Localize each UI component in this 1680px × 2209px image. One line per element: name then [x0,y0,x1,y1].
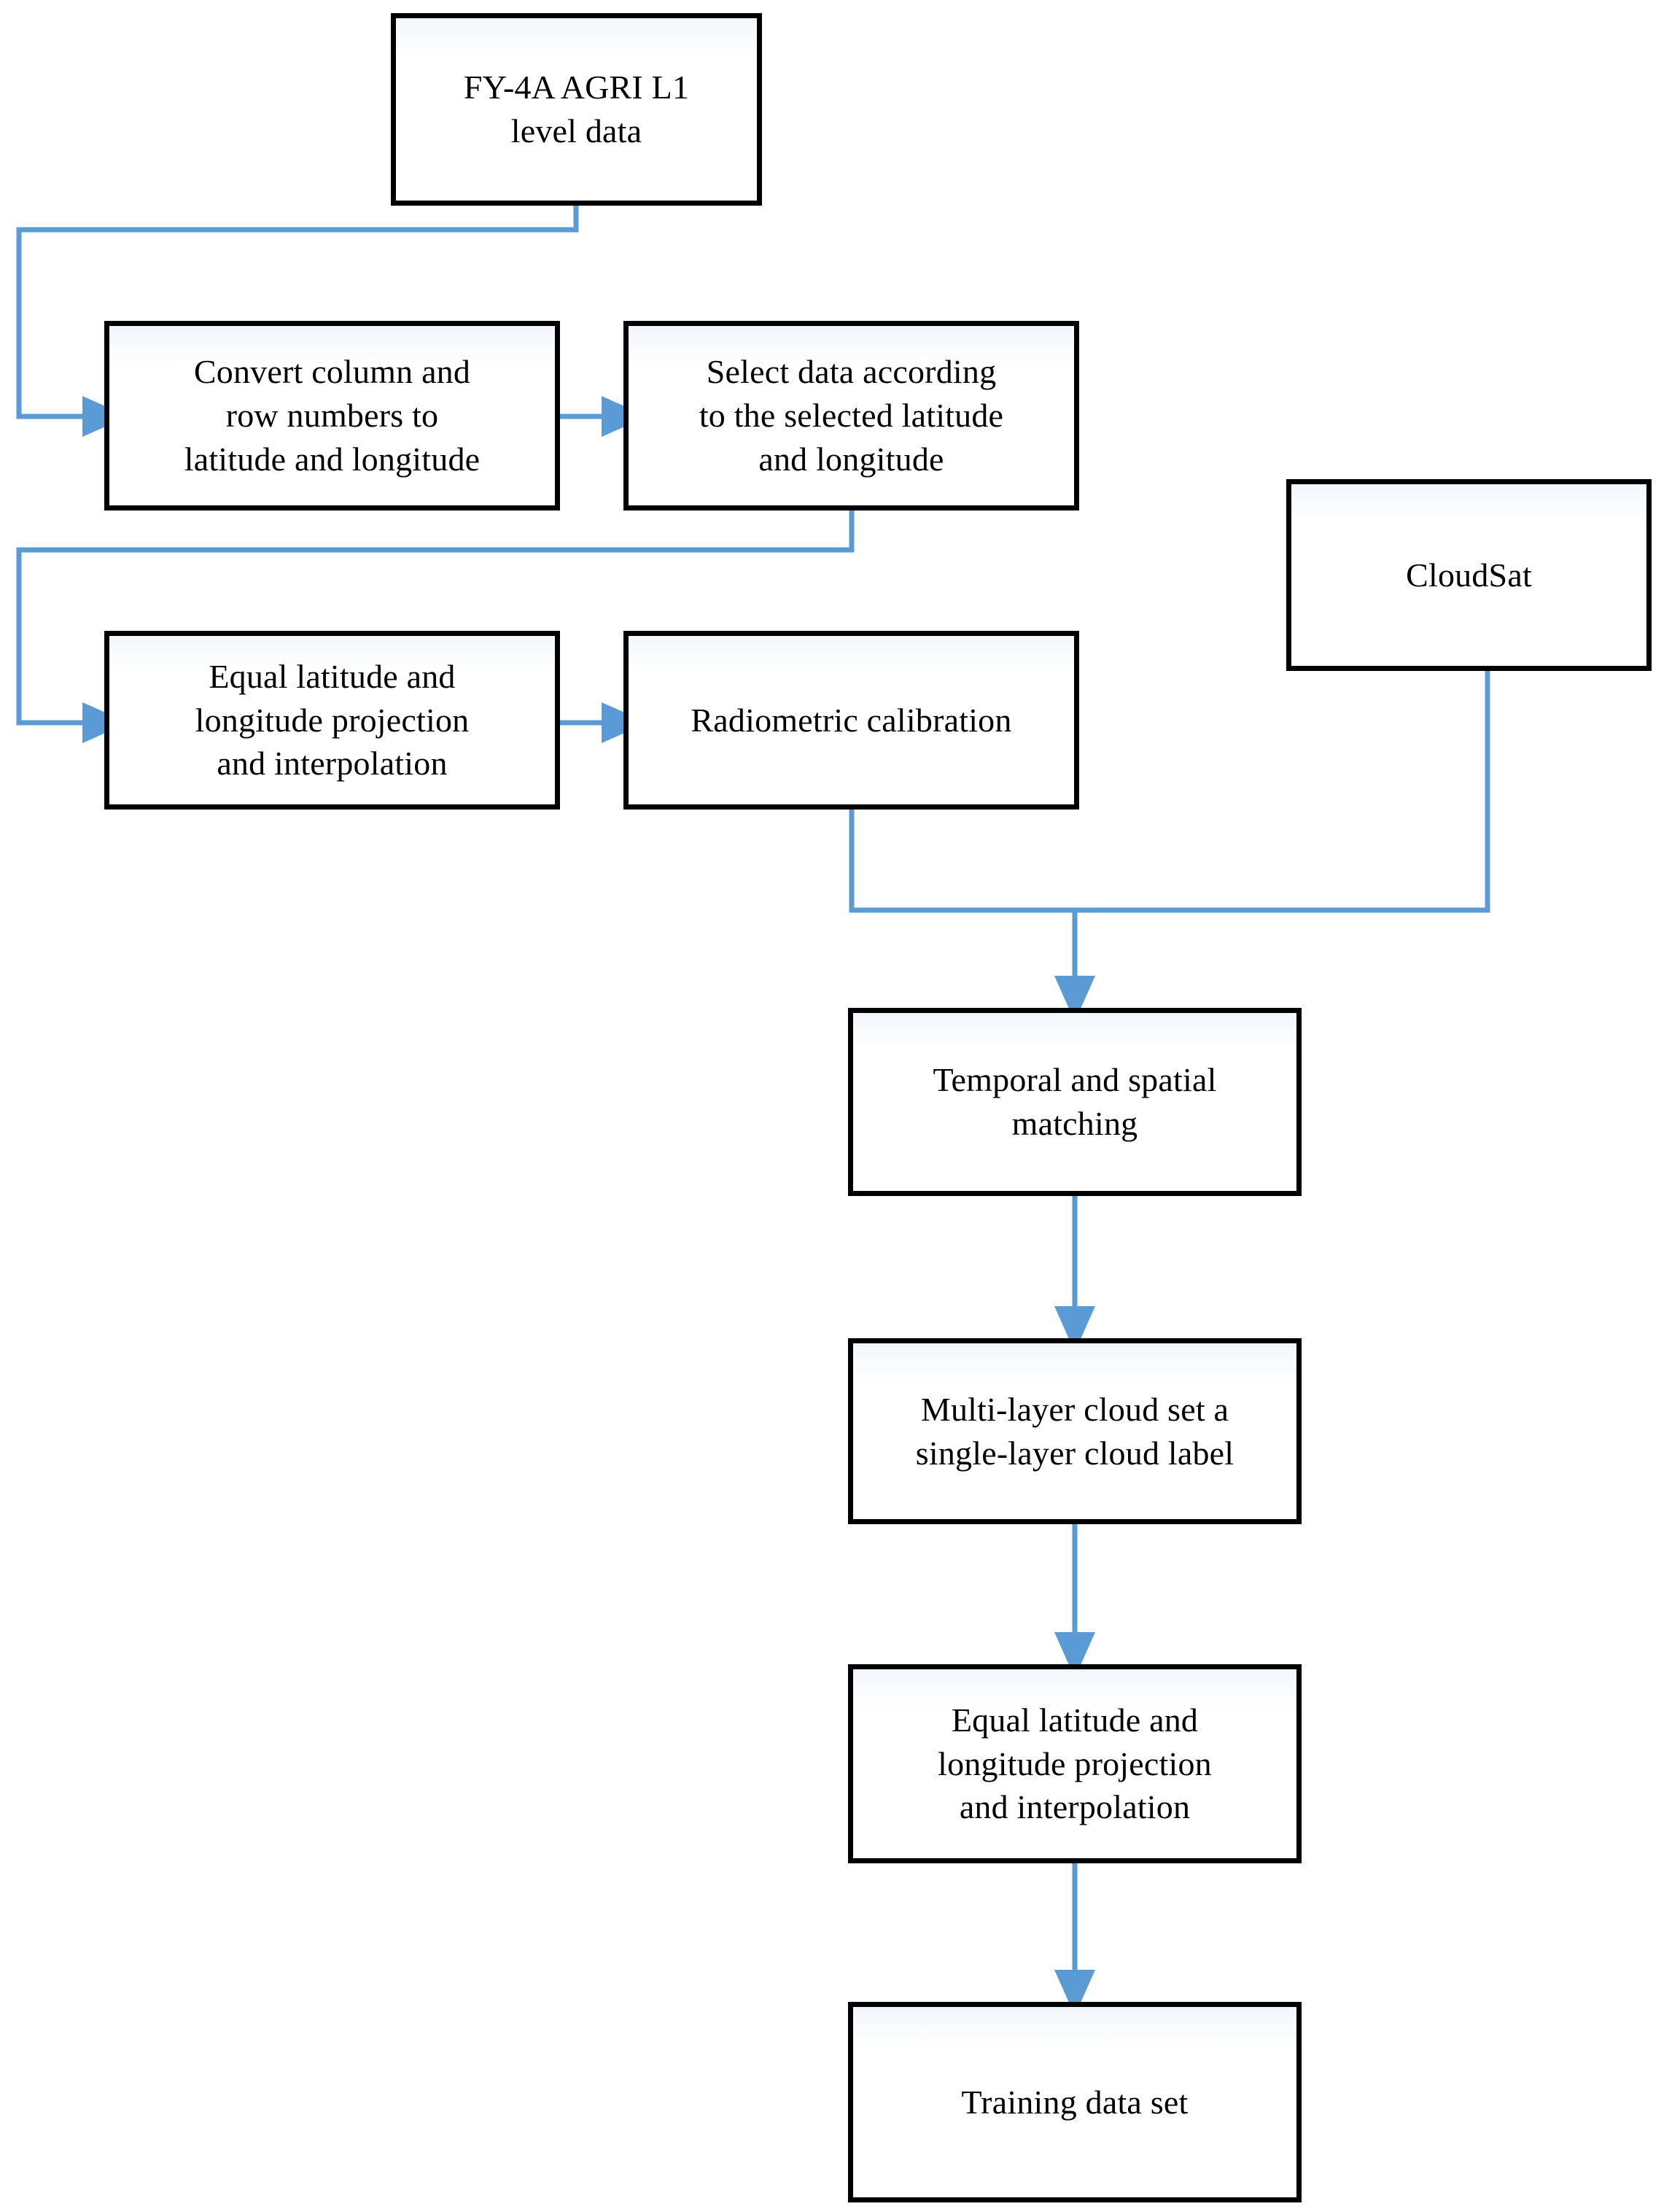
node-training-data-set[interactable]: Training data set [848,2002,1302,2202]
node-training-data-set-label: Training data set [961,2083,1189,2121]
edge-cloudsat-to-matching [1075,671,1490,913]
node-cloudsat-label: CloudSat [1406,556,1532,594]
node-radiometric-calibration-label: Radiometric calibration [691,701,1012,739]
node-radiometric-calibration[interactable]: Radiometric calibration [623,631,1079,810]
edge-radiometric-to-matching [849,810,1075,913]
node-cloudsat[interactable]: CloudSat [1286,479,1652,671]
